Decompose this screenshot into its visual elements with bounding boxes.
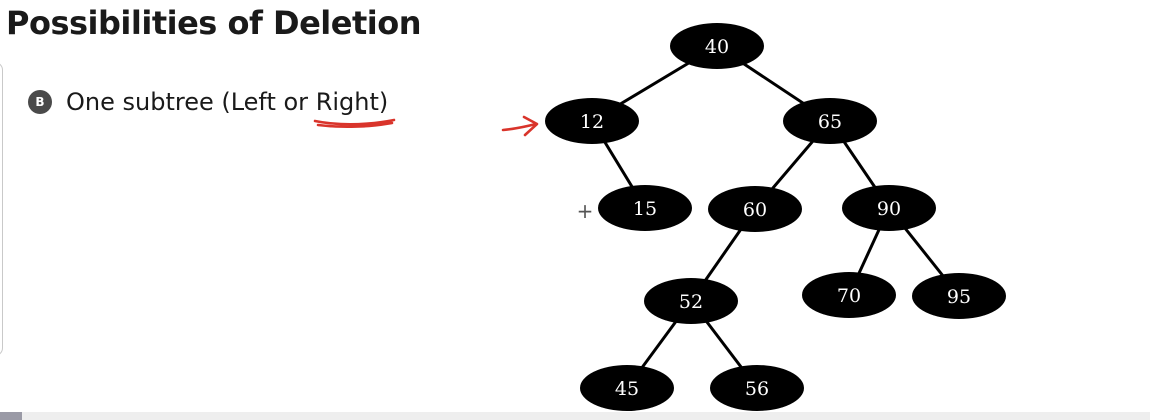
tree-node-52: 52 <box>644 278 738 324</box>
tree-node-shape <box>670 23 764 69</box>
tree-node-70: 70 <box>802 272 896 318</box>
tree-node-60: 60 <box>708 186 802 232</box>
tree-node-label: 40 <box>705 36 729 58</box>
tree-node-label: 90 <box>877 198 901 220</box>
tree-node-45: 45 <box>580 365 674 411</box>
bullet-text-underlined-wrapper: Right <box>313 88 395 129</box>
bullet-text: One subtree (Left or Right) <box>66 88 395 129</box>
tree-node-label: 12 <box>580 111 604 133</box>
tree-node-shape <box>580 365 674 411</box>
tree-node-56: 56 <box>710 365 804 411</box>
red-underline-icon <box>313 118 395 129</box>
tree-node-95: 95 <box>912 273 1006 319</box>
bullet-text-after: ) <box>378 88 389 116</box>
tree-node-65: 65 <box>783 98 877 144</box>
tree-nodes: 40 12 65 15 60 90 52 70 95 45 56 <box>545 23 1006 411</box>
tree-node-shape <box>598 185 692 231</box>
bullet-item-one-subtree: B One subtree (Left or Right) <box>28 88 395 129</box>
tree-node-shape <box>545 98 639 144</box>
tree-node-label: 52 <box>679 291 703 313</box>
tree-node-shape <box>783 98 877 144</box>
tree-node-12: 12 <box>545 98 639 144</box>
tree-node-label: 60 <box>743 199 767 221</box>
tree-node-shape <box>708 186 802 232</box>
tree-node-shape <box>912 273 1006 319</box>
bottom-corner-block <box>0 412 22 420</box>
bullet-text-underlined: Right <box>315 88 379 116</box>
tree-node-15: 15 <box>598 185 692 231</box>
bullet-text-before: One subtree (Left or <box>66 88 316 116</box>
tree-node-shape <box>802 272 896 318</box>
tree-node-label: 56 <box>745 378 769 400</box>
tree-node-label: 65 <box>818 111 842 133</box>
tree-node-40: 40 <box>670 23 764 69</box>
tree-node-90: 90 <box>842 185 936 231</box>
red-arrow-icon <box>501 115 539 137</box>
bullet-badge: B <box>28 90 52 114</box>
plus-mark: + <box>577 199 594 223</box>
tree-node-label: 95 <box>947 286 971 308</box>
tree-node-label: 45 <box>615 378 639 400</box>
tree-node-shape <box>644 278 738 324</box>
tree-node-label: 15 <box>633 198 657 220</box>
tree-node-label: 70 <box>837 285 861 307</box>
tree-node-shape <box>842 185 936 231</box>
bottom-bar <box>0 412 1150 420</box>
page-title: Possibilities of Deletion <box>6 4 421 42</box>
tree-node-shape <box>710 365 804 411</box>
